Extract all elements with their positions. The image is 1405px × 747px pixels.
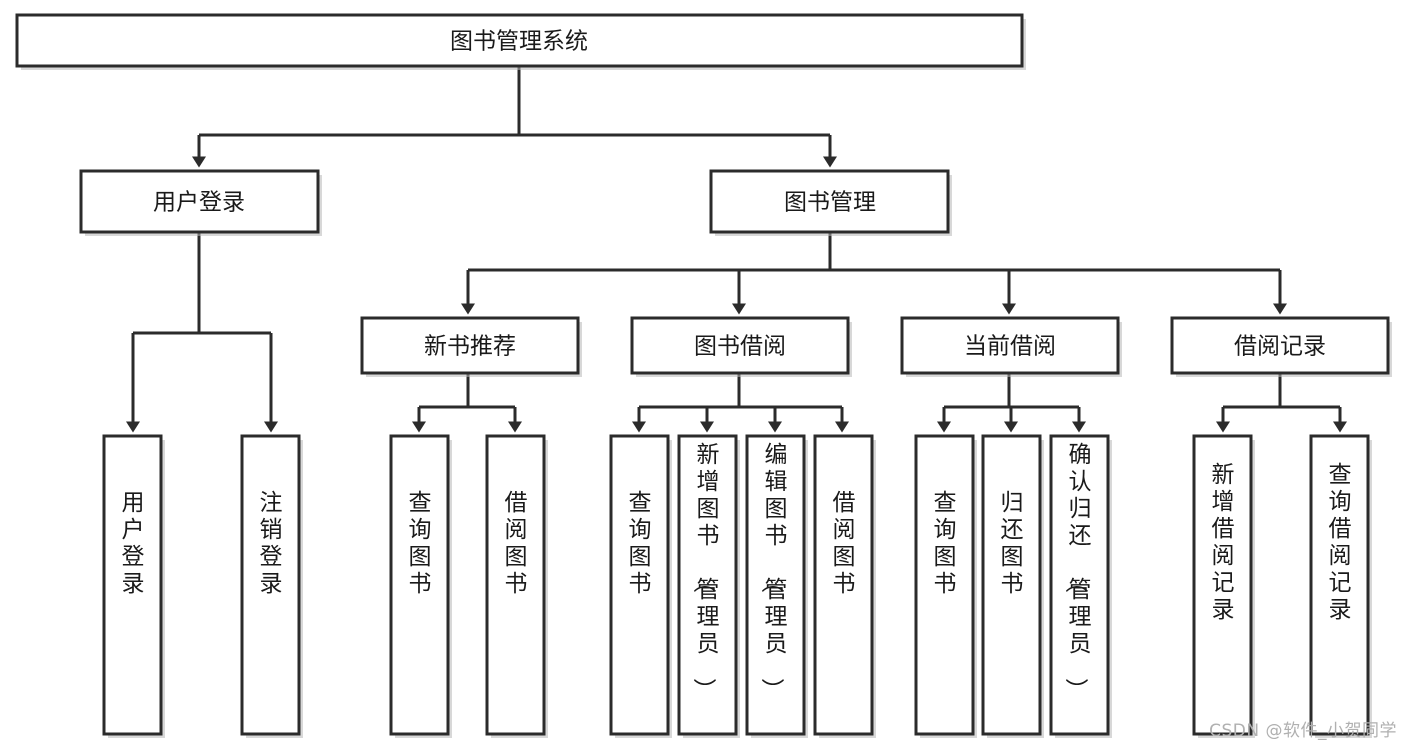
node-root-label: 图书管理系统 xyxy=(450,29,588,55)
node-new-book-recommend[interactable]: 新书推荐 xyxy=(360,316,582,377)
leaf-query-book-1-label: 查询图书 xyxy=(409,490,432,597)
leaf-user-login-label: 用户登录 xyxy=(122,490,145,597)
edge-layer xyxy=(126,66,1347,433)
leaf-query-book-2[interactable]: 查询图书 xyxy=(609,434,672,738)
node-user-login-label: 用户登录 xyxy=(153,190,245,216)
leaf-query-book-2-label: 查询图书 xyxy=(629,490,652,597)
leaf-confirm-return[interactable]: 确认归还（管理员） xyxy=(1049,434,1112,738)
leaf-borrow-book-2[interactable]: 借阅图书 xyxy=(813,434,876,738)
leaf-add-record[interactable]: 新增借阅记录 xyxy=(1192,434,1255,738)
leaf-query-book-3[interactable]: 查询图书 xyxy=(914,434,977,738)
leaf-query-book-1[interactable]: 查询图书 xyxy=(389,434,452,738)
node-root[interactable]: 图书管理系统 xyxy=(15,13,1026,70)
leaf-add-record-label: 新增借阅记录 xyxy=(1212,462,1235,623)
node-book-management[interactable]: 图书管理 xyxy=(709,169,952,236)
node-user-login[interactable]: 用户登录 xyxy=(79,169,322,236)
leaf-user-login[interactable]: 用户登录 xyxy=(102,434,165,738)
leaf-return-book[interactable]: 归还图书 xyxy=(981,434,1044,738)
node-current-borrow-label: 当前借阅 xyxy=(964,334,1056,360)
leaf-edit-book[interactable]: 编辑图书（管理员） xyxy=(745,434,808,738)
node-borrow-record[interactable]: 借阅记录 xyxy=(1170,316,1392,377)
node-book-borrow-label: 图书借阅 xyxy=(694,334,786,360)
leaf-return-book-label: 归还图书 xyxy=(1001,490,1024,597)
node-borrow-record-label: 借阅记录 xyxy=(1234,334,1326,360)
leaf-borrow-book-2-label: 借阅图书 xyxy=(833,490,856,597)
leaf-borrow-book-1[interactable]: 借阅图书 xyxy=(485,434,548,738)
leaf-query-record-label: 查询借阅记录 xyxy=(1329,462,1352,623)
node-book-borrow[interactable]: 图书借阅 xyxy=(630,316,852,377)
node-current-borrow[interactable]: 当前借阅 xyxy=(900,316,1122,377)
leaf-borrow-book-1-label: 借阅图书 xyxy=(505,490,528,597)
leaf-logout-login[interactable]: 注销登录 xyxy=(240,434,303,738)
csdn-watermark: CSDN @软件_小贺同学 xyxy=(1209,721,1397,741)
leaf-add-book-label: 新增图书（管理员） xyxy=(691,442,720,701)
leaf-query-record[interactable]: 查询借阅记录 xyxy=(1309,434,1372,738)
leaf-add-book[interactable]: 新增图书（管理员） xyxy=(677,434,740,738)
leaf-confirm-return-label: 确认归还（管理员） xyxy=(1063,442,1092,701)
node-new-book-recommend-label: 新书推荐 xyxy=(424,334,516,360)
leaf-query-book-3-label: 查询图书 xyxy=(934,490,957,597)
leaf-logout-login-label: 注销登录 xyxy=(260,490,283,597)
leaf-edit-book-label: 编辑图书（管理员） xyxy=(759,442,788,701)
node-book-management-label: 图书管理 xyxy=(784,190,876,216)
